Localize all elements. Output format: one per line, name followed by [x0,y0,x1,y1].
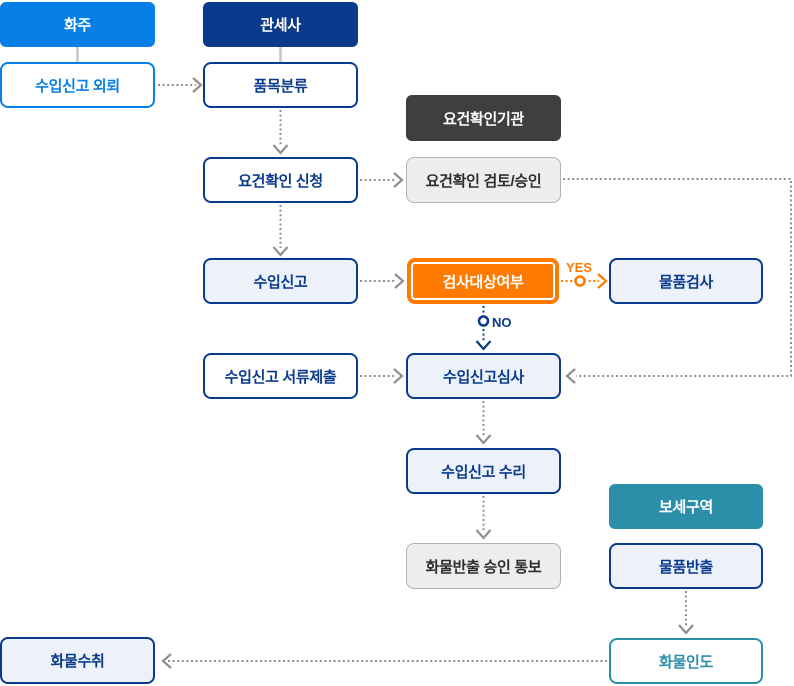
edge-yes-to-goods-inspection: YES [561,260,608,289]
node-item-classification: 품목분류 [203,62,358,108]
edge-acceptance-to-release-notice [475,496,492,540]
edge-cargo-delivery-to-cargo-receipt [161,653,607,669]
node-goods-release: 물품반출 [609,543,763,589]
node-inspection-target-check: 검사대상여부 [407,258,559,304]
edge-request-to-classification [158,77,203,93]
node-cargo-delivery: 화물인도 [609,638,763,684]
edge-requirement-application-to-review [360,172,404,188]
edge-label-no: NO [492,315,512,330]
edge-document-submission-to-review [360,368,404,384]
node-requirement-application: 요건확인 신청 [203,157,358,203]
header-bonded-area: 보세구역 [609,484,763,529]
edge-requirement-application-to-import-declaration [272,205,289,257]
edge-no-to-declaration-review: NO [475,306,512,351]
edge-declaration-review-to-acceptance [475,401,492,445]
node-declaration-acceptance: 수입신고 수리 [406,448,561,494]
header-shipper: 화주 [0,2,155,47]
header-customs-broker: 관세사 [203,2,358,47]
node-declaration-review: 수입신고심사 [406,353,561,399]
node-declaration-document-submission: 수입신고 서류제출 [203,353,358,399]
node-requirement-review-approval: 요건확인 검토/승인 [406,157,561,203]
node-cargo-release-approval-notice: 화물반출 승인 통보 [406,543,561,589]
edge-import-declaration-to-inspection-check [360,273,405,289]
edge-goods-release-to-cargo-delivery [678,591,694,635]
edge-classification-to-requirement-application [272,110,289,155]
node-import-declaration: 수입신고 [203,258,358,304]
node-goods-inspection: 물품검사 [609,258,763,304]
edge-label-yes: YES [566,260,592,275]
edge-requirement-review-to-declaration-review [563,178,792,384]
node-import-declaration-request: 수입신고 외뢰 [0,62,155,108]
node-cargo-receipt: 화물수취 [0,637,155,684]
header-requirement-agency: 요건확인기관 [406,95,561,141]
